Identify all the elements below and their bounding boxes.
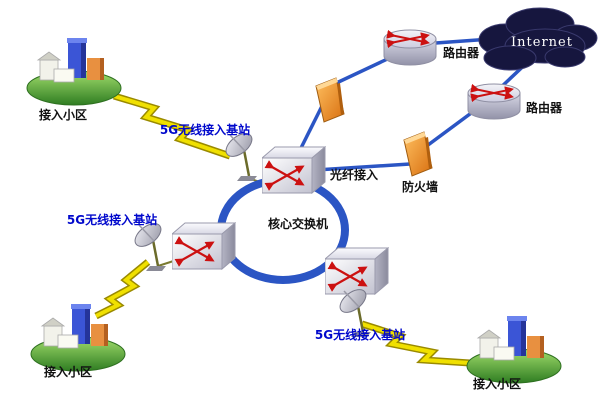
wireless-link-top-left (112, 92, 232, 160)
internet-cloud-icon (478, 7, 598, 71)
router-top (384, 30, 436, 65)
community-bottom-left (30, 303, 126, 372)
core-switch-top (262, 147, 325, 193)
core-switch-left (172, 223, 235, 269)
base-station-left-label: 5G无线接入基站 (67, 212, 157, 227)
link-firewall-to-coreswitch (315, 162, 411, 172)
community-bottom-right (466, 315, 562, 384)
community-bottom-right-label: 接入小区 (473, 376, 521, 391)
community-top-left (26, 37, 122, 106)
base-station-bottom-label: 5G无线接入基站 (315, 327, 405, 342)
lightning-bolt-icon (361, 322, 471, 365)
community-bottom-left-label: 接入小区 (44, 364, 92, 379)
wireless-link-bottom-right (360, 320, 471, 367)
core-switch-label: 核心交换机 (268, 216, 328, 231)
community-top-left-label: 接入小区 (39, 107, 87, 122)
lightning-bolt-icon (95, 260, 150, 318)
firewall-label: 防火墙 (402, 179, 438, 194)
lightning-bolt-icon (113, 94, 231, 158)
wireless-link-left (94, 259, 151, 320)
router-right-label: 路由器 (526, 100, 563, 115)
core-switch-bottom (325, 248, 388, 294)
fiber-access-label: 光纤接入 (329, 167, 378, 182)
fiber-unit (315, 77, 345, 123)
firewall (403, 131, 433, 177)
link-router-right-to-firewall (422, 106, 480, 150)
base-station-top-label: 5G无线接入基站 (160, 122, 250, 137)
internet-label: Internet (511, 35, 573, 50)
router-top-label: 路由器 (443, 45, 480, 60)
router-right (468, 84, 520, 119)
